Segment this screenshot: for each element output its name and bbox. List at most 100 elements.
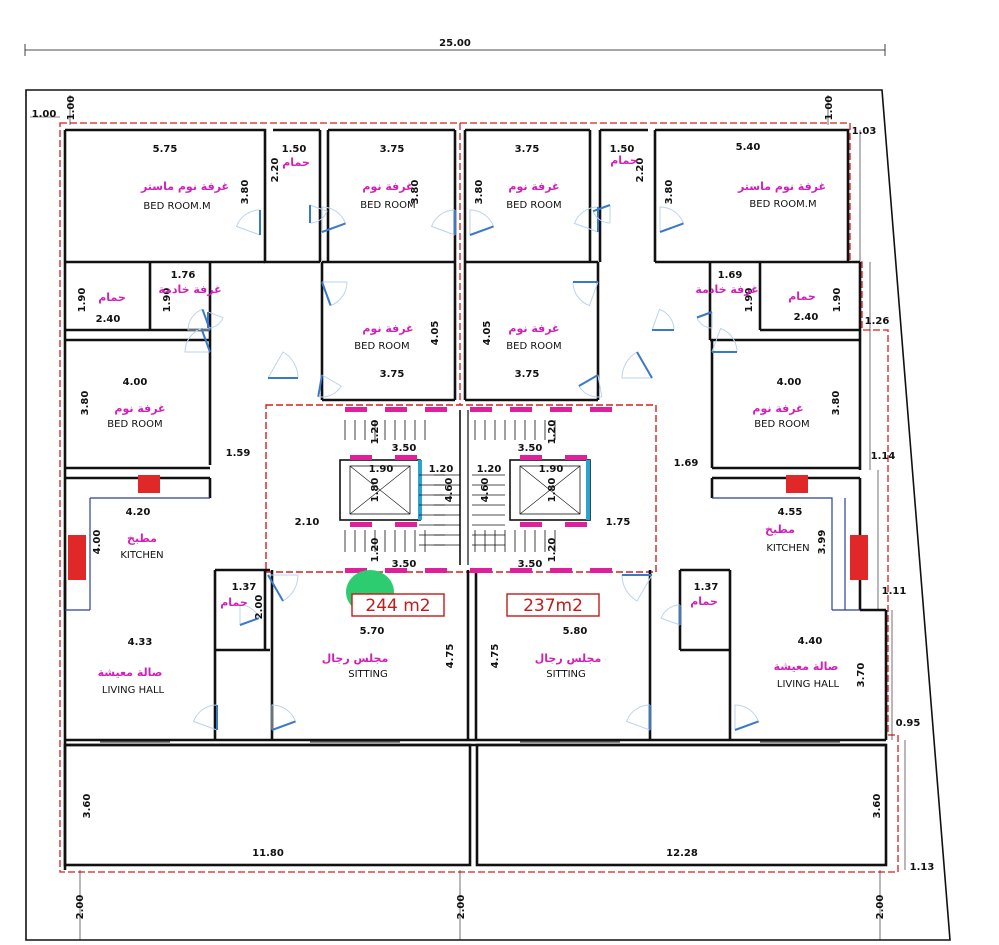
door-swing [621,574,653,602]
stair-marker [565,522,587,527]
name-left-kitchen-en: KITCHEN [120,550,163,561]
name-right-bed-right-en: BED ROOM [754,419,809,430]
name-right-bed-top-en: BED ROOM [506,200,561,211]
name-left-bed-mid-ar: غرفة نوم [362,322,413,335]
stair-marker [470,568,492,573]
name-right-master-ar: غرفة نوم ماستر [737,180,826,193]
dim-left-bed-mid-h: 4.05 [430,321,441,346]
name-right-bed-mid-en: BED ROOM [506,341,561,352]
kitchen-hood-left [138,475,160,493]
stair-core [339,410,591,565]
dim-right-toilet2-w: 2.40 [794,312,819,323]
door-swing [207,311,224,329]
dim-landing-left: 1.20 [429,464,454,475]
kitchen-hood-right [786,475,808,493]
door-swing [184,328,210,353]
stair-treads [344,420,556,552]
door-swing [271,704,296,730]
name-right-living-en: LIVING HALL [777,679,840,690]
dim-right-master-w: 5.40 [736,142,761,153]
stair-marker [565,455,587,460]
dim-right-corridor: 1.69 [674,458,699,469]
door-leaf [321,281,332,306]
door-swing [621,351,652,379]
dim-left-sitting-w: 5.70 [360,626,385,637]
dim-left-toilet2-w: 2.40 [96,314,121,325]
dim-setback-top-left-h: 1.00 [32,109,57,120]
door-swing [572,281,599,307]
dim-setback-right-2: 1.14 [871,451,896,462]
door-swing [268,574,299,602]
stair-marker [350,522,372,527]
dim-left-bed-left-w: 4.00 [123,377,148,388]
name-right-maid-ar: غرفة خادمة [695,283,758,296]
kitchen-lines [65,497,860,611]
name-right-bed-top-ar: غرفة نوم [508,180,559,193]
dim-left-toilet-h: 2.20 [270,158,281,183]
walls [63,128,888,870]
dim-right-bed-top-w: 3.75 [515,144,540,155]
dim-right-master-h: 3.80 [664,180,675,205]
dim-stair-flight-left-top: 3.50 [392,443,417,454]
door-leaf [636,351,653,379]
name-right-sitting-ar: مجلس رجال [535,652,602,665]
name-left-bed-left-ar: غرفة نوم [114,402,165,415]
dim-left-master-w: 5.75 [153,144,178,155]
door-swing [659,206,684,232]
stair-marker [470,407,492,412]
stair-marker [385,568,407,573]
stair-marker [510,407,532,412]
door-swing [235,209,261,236]
dim-stair-flight-left-bot: 3.50 [392,559,417,570]
name-left-bed-left-en: BED ROOM [107,419,162,430]
plot-boundary [25,89,951,941]
dim-setback-right-1: 1.26 [865,316,890,327]
door-swing [309,204,328,224]
stair-marker [345,407,367,412]
doors [184,204,759,731]
door-leaf [592,204,611,213]
dim-left-maid-h: 1.90 [162,288,173,313]
dim-setback-right-top: 1.03 [852,126,877,137]
dim-right-sitting-w: 5.80 [563,626,588,637]
dim-landing-right-bot: 1.20 [547,538,558,563]
dim-right-bed-right-h: 3.80 [831,391,842,416]
area-box-left [351,593,445,617]
dim-right-bottom-h: 3.60 [872,794,883,819]
door-swing [322,281,348,306]
name-right-toilet-liv-ar: حمام [690,595,718,608]
stair-markers [345,407,612,573]
dim-left-bottom-w: 11.80 [252,848,284,859]
door-swing [318,374,342,398]
dim-right-bottom-w: 12.28 [666,848,698,859]
dim-setback-bottom-right: 2.00 [875,895,886,920]
stair-marker [395,522,417,527]
name-right-living-ar: صالة معيشة [774,660,839,673]
door-swing [267,351,299,379]
stair-marker [590,407,612,412]
name-left-living-en: LIVING HALL [102,685,165,696]
door-swing [430,209,456,236]
door-leaf [317,374,323,397]
stair-marker [345,568,367,573]
dim-right-maid-w: 1.69 [718,270,743,281]
name-left-master-ar: غرفة نوم ماستر [140,180,229,193]
name-left-master-en: BED ROOM.M [143,201,210,212]
name-left-bed-mid-en: BED ROOM [354,341,409,352]
dim-lift-right-h: 1.80 [547,478,558,503]
stair-marker [425,568,447,573]
stair-marker [385,407,407,412]
door-swing [734,704,759,730]
name-right-master-en: BED ROOM.M [749,199,816,210]
dim-left-maid-w: 1.76 [171,270,196,281]
door-leaf [469,225,494,236]
door-leaf [321,222,346,233]
name-right-kitchen-en: KITCHEN [766,543,809,554]
dim-stair-flight-right-top: 3.50 [518,443,543,454]
door-swing [592,205,611,224]
stair-marker [590,568,612,573]
dim-right-toilet2-h: 1.90 [832,288,843,313]
dim-setback-bottom-left: 2.00 [75,895,86,920]
door-leaf [267,574,284,602]
dim-left-corridor: 1.59 [226,448,251,459]
